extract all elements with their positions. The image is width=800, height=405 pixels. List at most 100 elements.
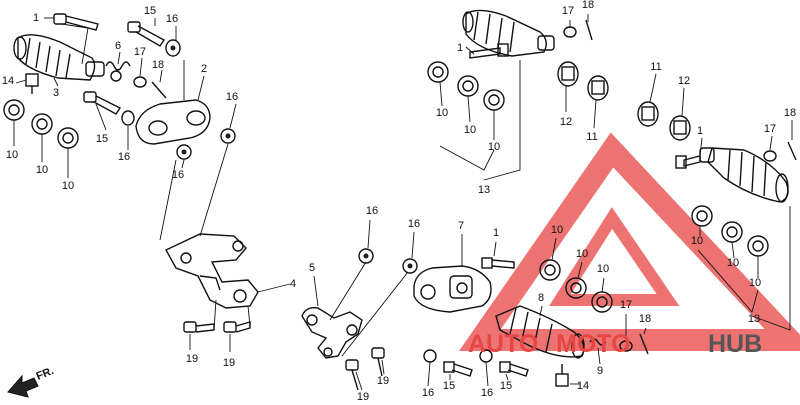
part-label-16: 16 [118, 151, 130, 163]
part-label-18: 18 [784, 107, 796, 119]
pin-18-top-center [585, 19, 593, 41]
arrow-icon [7, 374, 39, 398]
part-label-10: 10 [727, 257, 739, 269]
pin-18-right [787, 141, 797, 161]
part-label-13: 13 [748, 313, 760, 325]
part-label-16: 16 [226, 91, 238, 103]
leader-8 [539, 305, 543, 317]
part-label-19: 19 [357, 391, 369, 403]
part-label-19: 19 [223, 357, 235, 369]
spring-9 [589, 338, 607, 365]
watermark-part1: AUTO [468, 330, 538, 358]
washers-16-center [329, 219, 493, 387]
washer-16-mid-left [121, 110, 135, 126]
bolts-15-center [443, 361, 529, 381]
part-label-12: 12 [560, 116, 572, 128]
part-label-16: 16 [481, 387, 493, 399]
bracket-7 [413, 234, 492, 313]
part-label-10: 10 [576, 248, 588, 260]
bolt-1-top-right [469, 43, 509, 59]
part-label-16: 16 [408, 218, 420, 230]
part-label-6: 6 [115, 40, 121, 52]
part-label-18: 18 [639, 313, 651, 325]
part-label-13: 13 [478, 184, 490, 196]
part-label-16: 16 [366, 205, 378, 217]
footpeg-rubber-top-center [462, 9, 555, 57]
part-label-9: 9 [597, 365, 603, 377]
part-label-15: 15 [144, 5, 156, 17]
bolt-15-top [127, 21, 166, 47]
leaders-top-left [13, 18, 237, 241]
plates-11-12-top [557, 61, 691, 141]
part-label-10: 10 [436, 107, 448, 119]
part-label-17: 17 [764, 123, 776, 135]
part-label-10: 10 [36, 164, 48, 176]
bushings-10-left [3, 99, 79, 149]
part-label-2: 2 [201, 63, 207, 75]
part-label-1: 1 [493, 227, 499, 239]
part-label-3: 3 [53, 87, 59, 99]
pin-18-lower [639, 327, 649, 355]
watermark-part3: HUB [708, 330, 762, 358]
bushings-10-top-center [427, 61, 505, 111]
part-label-1: 1 [33, 12, 39, 24]
spring-6 [105, 61, 131, 82]
bolt-1-center [481, 241, 515, 269]
part-label-18: 18 [152, 59, 164, 71]
watermark-triangle [458, 132, 800, 351]
washer-16-top [165, 39, 181, 57]
bushings-10-lower-center [539, 237, 613, 313]
footpeg-rubber-lower-right [495, 305, 585, 359]
watermark-part2: MOTO [556, 330, 631, 358]
bolt-14-left [25, 73, 39, 94]
part-label-7: 7 [458, 220, 464, 232]
part-label-1: 1 [457, 42, 463, 54]
leaders-top-right [439, 14, 793, 181]
part-label-15: 15 [500, 380, 512, 392]
bolt-1-right [675, 155, 701, 169]
bolts-19-center [345, 347, 385, 391]
part-label-16: 16 [166, 13, 178, 25]
part-label-10: 10 [488, 141, 500, 153]
part-label-10: 10 [6, 149, 18, 161]
washer-16-right [220, 128, 236, 144]
bracket-2 [135, 99, 211, 145]
part-label-19: 19 [377, 375, 389, 387]
footpeg-rubber-right-upper [699, 147, 789, 203]
part-label-11: 11 [650, 61, 661, 73]
washer-17-top-center [563, 26, 577, 38]
part-label-16: 16 [422, 387, 434, 399]
part-label-10: 10 [62, 180, 74, 192]
part-label-18: 18 [582, 0, 594, 11]
part-label-1: 1 [697, 125, 703, 137]
part-label-10: 10 [551, 224, 563, 236]
washer-16-lower [176, 144, 192, 160]
part-label-8: 8 [538, 292, 544, 304]
part-label-19: 19 [186, 353, 198, 365]
part-label-17: 17 [562, 5, 574, 17]
bolt-15-mid-left [83, 91, 122, 115]
part-label-11: 11 [586, 131, 597, 143]
part-label-10: 10 [691, 235, 703, 247]
bracket-4 [165, 233, 291, 309]
part-label-10: 10 [464, 124, 476, 136]
watermark-logo: AUTO MOTO HUB [468, 330, 762, 358]
part-label-15: 15 [443, 380, 455, 392]
part-label-17: 17 [620, 299, 632, 311]
part-label-17: 17 [134, 46, 146, 58]
part-label-4: 4 [290, 278, 296, 290]
bolts-19-left [183, 299, 251, 352]
bolt-1-top-left [44, 13, 99, 31]
washer-17-right [763, 150, 777, 162]
part-label-14: 14 [2, 75, 14, 87]
bolt-14-lower [555, 364, 580, 387]
part-label-12: 12 [678, 75, 690, 87]
front-direction-arrow: FR. [7, 365, 56, 398]
part-label-16: 16 [172, 169, 184, 181]
washer-17-lower [619, 314, 633, 352]
bushings-10-lower-right [691, 205, 791, 331]
part-label-10: 10 [597, 263, 609, 275]
